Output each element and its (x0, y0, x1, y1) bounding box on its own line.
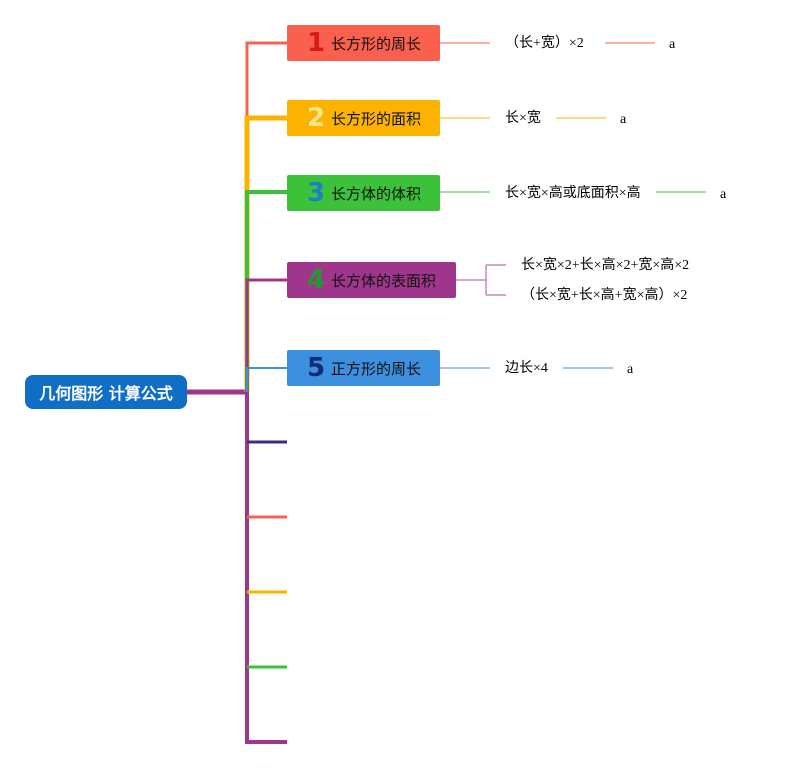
number-2-icon: 2 (306, 103, 326, 133)
topic-label: 长方体的体积 (331, 184, 422, 203)
branch-3 (245, 190, 287, 392)
formula-leaf[interactable]: 长×宽 (505, 111, 541, 126)
topic-label: 长方形的面积 (331, 109, 422, 128)
root-label: 几何图形 计算公式 (39, 384, 173, 403)
formula-tail[interactable]: a (720, 187, 727, 202)
topic-cuboid-surface-area[interactable]: 4 长方体的表面积 (287, 262, 456, 298)
formula-leaf[interactable]: （长×宽+长×高+宽×高）×2 (521, 288, 688, 303)
number-3-icon: 3 (306, 178, 326, 208)
formula-tail[interactable]: a (620, 112, 627, 127)
leaf-bracket (456, 264, 506, 296)
root-node[interactable]: 几何图形 计算公式 (25, 375, 187, 409)
formula-leaf[interactable]: 边长×4 (505, 361, 548, 376)
topic-square-perimeter[interactable]: 5 正方形的周长 (287, 350, 440, 386)
branch-5 (246, 367, 287, 392)
number-1-icon: 1 (306, 28, 326, 58)
topic-rectangle-area[interactable]: 2 长方形的面积 (287, 100, 440, 136)
topic-label: 长方体的表面积 (331, 271, 437, 290)
branch-4 (245, 278, 287, 392)
formula-leaf[interactable]: 长×宽×2+长×高×2+宽×高×2 (521, 258, 690, 273)
branch-2 (244, 115, 287, 392)
topic-label: 正方形的周长 (331, 359, 422, 378)
number-5-icon: 5 (306, 353, 326, 383)
topic-rectangle-perimeter[interactable]: 1 长方形的周长 (287, 25, 440, 61)
formula-tail[interactable]: a (669, 37, 676, 52)
branch-1 (245, 41, 287, 392)
number-4-icon: 4 (306, 265, 326, 295)
topic-label: 长方形的周长 (331, 34, 422, 53)
topic-cuboid-volume[interactable]: 3 长方体的体积 (287, 175, 440, 211)
formula-leaf[interactable]: （长+宽）×2 (505, 36, 584, 51)
formula-tail[interactable]: a (627, 362, 634, 377)
formula-leaf[interactable]: 长×宽×高或底面积×高 (505, 186, 641, 201)
